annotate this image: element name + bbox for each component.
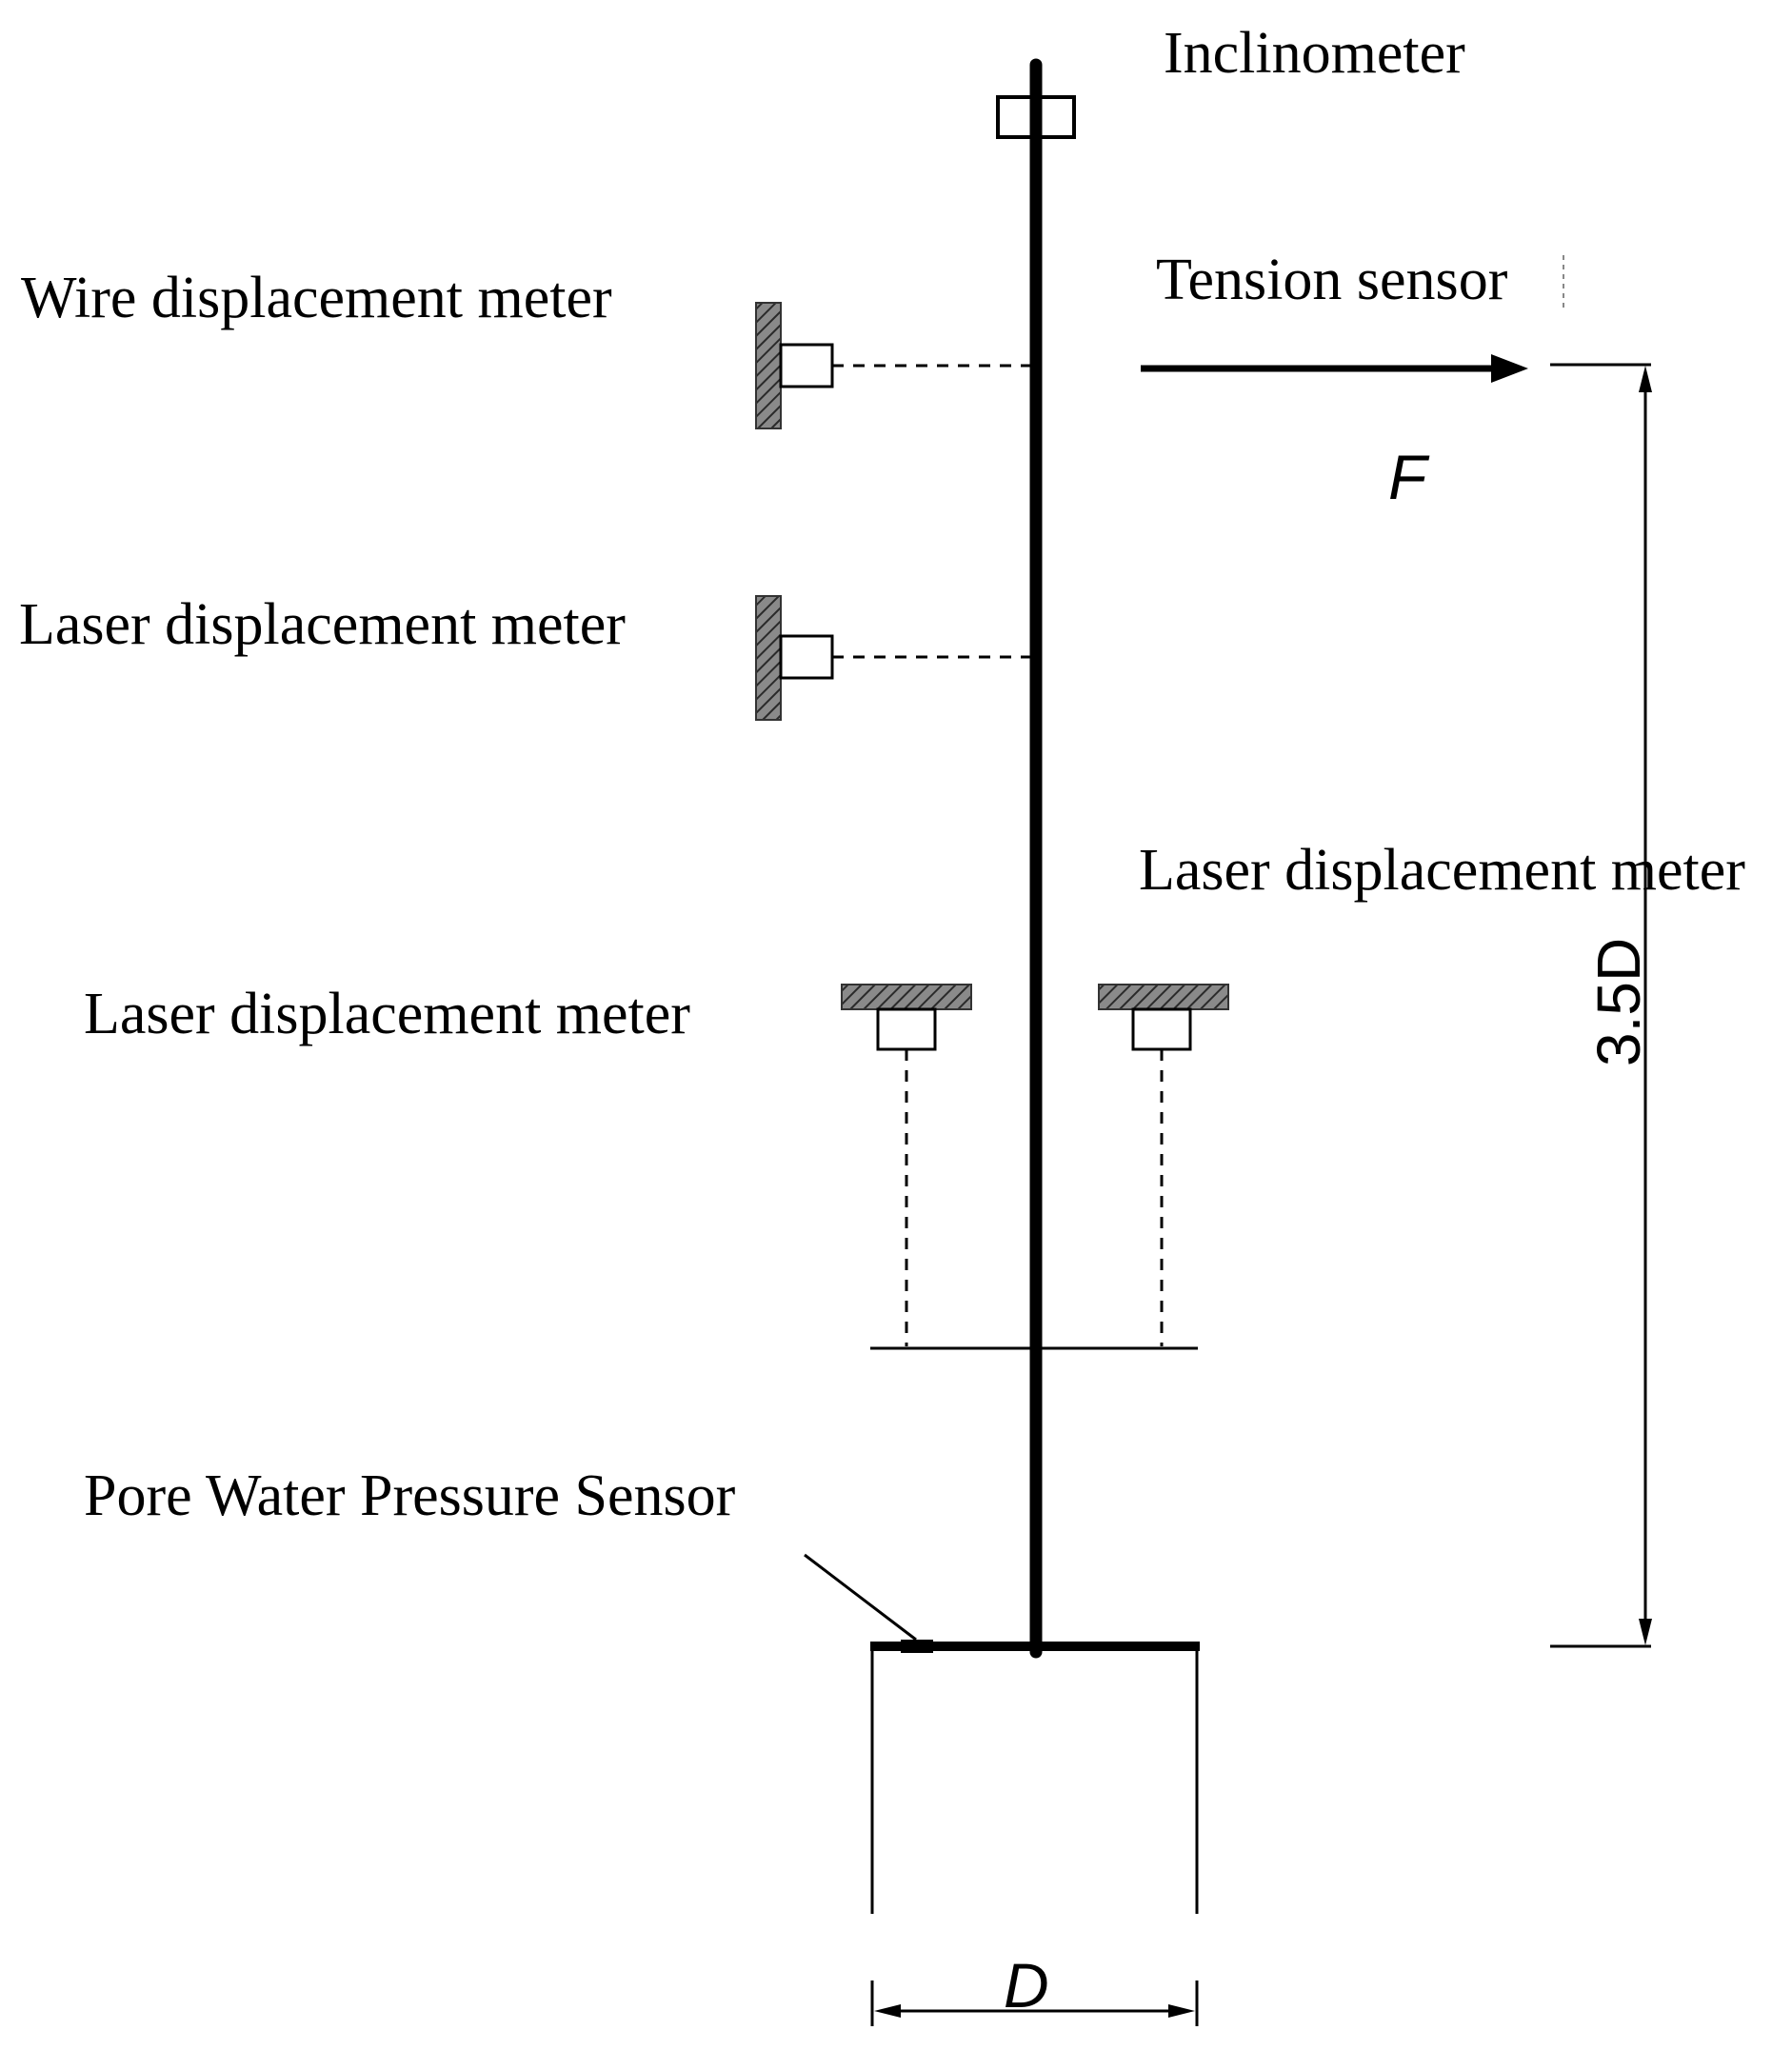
force-arrow — [1141, 354, 1528, 383]
height-arrow-bottom — [1639, 1619, 1652, 1645]
tension-sensor-label: Tension sensor — [1156, 248, 1508, 312]
laser-bottom-left-body — [876, 1007, 937, 1051]
laser-left-body — [779, 634, 834, 680]
laser-bottom-right-mount — [1098, 984, 1229, 1010]
pore-sensor-leader — [804, 1553, 917, 1642]
laser-meter-left-label: Laser displacement meter — [19, 592, 626, 657]
height-arrow-top — [1639, 366, 1652, 392]
height-dimension — [1550, 363, 1652, 1648]
laser-displacement-meter-left — [755, 595, 1030, 721]
height-dim-label: 3.5D — [1584, 938, 1653, 1066]
inclinometer-label: Inclinometer — [1164, 21, 1465, 86]
laser-bottom-right-body — [1131, 1007, 1192, 1051]
diameter-arrow-left — [874, 2004, 901, 2018]
diameter-dimension — [870, 1980, 1199, 2026]
laser-bottom-left-mount — [841, 984, 972, 1010]
laser-meter-bottom-label: Laser displacement meter — [84, 982, 690, 1046]
force-symbol: F — [1388, 442, 1430, 512]
wire-displacement-meter — [755, 302, 1030, 429]
wire-meter-label: Wire displacement meter — [21, 266, 612, 330]
diameter-arrow-right — [1168, 2004, 1195, 2018]
wire-meter-body — [779, 343, 834, 388]
laser-displacement-meter-pair — [841, 984, 1229, 1350]
laser-left-mount — [755, 595, 782, 721]
diameter-dim-label: D — [1004, 1950, 1049, 2020]
foundation — [804, 1553, 1200, 1914]
wire-meter-mount — [755, 302, 782, 429]
force-arrow-head — [1491, 354, 1528, 383]
pore-water-pressure-sensor — [901, 1640, 933, 1653]
laser-meter-right-label: Laser displacement meter — [1139, 838, 1745, 903]
pore-sensor-label: Pore Water Pressure Sensor — [84, 1463, 736, 1528]
